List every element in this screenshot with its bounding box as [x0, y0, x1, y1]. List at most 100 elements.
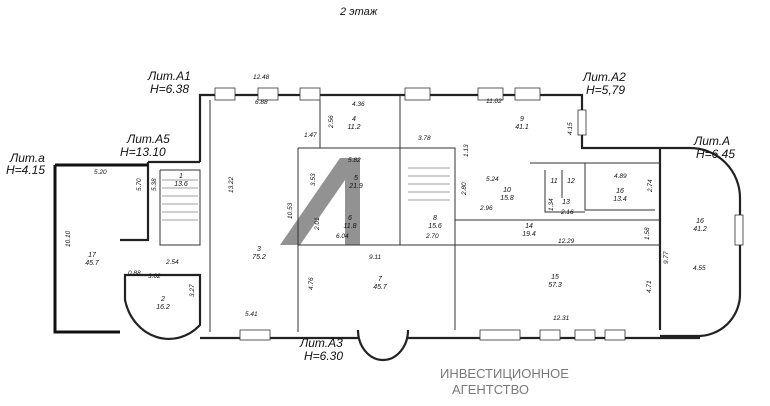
room-number: 3	[257, 246, 261, 253]
dimension-label: 2.54	[165, 259, 179, 266]
room-number: 2	[160, 296, 165, 303]
room-7: 745.7	[373, 276, 388, 291]
label: H=5,79	[586, 83, 625, 97]
label: H=6.38	[150, 82, 189, 96]
dimension-label: 5.82	[348, 157, 361, 164]
dimension-label: 2.80	[461, 182, 468, 196]
dimension-label: 2.70	[425, 233, 439, 240]
dimension-label: 2.01	[314, 217, 321, 231]
label: H=6.30	[304, 349, 343, 363]
dimension-label: 3.53	[310, 173, 317, 186]
room-area: 57.3	[548, 282, 562, 289]
room-number: 1	[179, 173, 183, 180]
liter-labels: Лит.А1 H=6.38 Лит.А5 H=13.10 Лит.а H=4.1…	[6, 69, 735, 363]
dimension-label: 5.24	[486, 176, 499, 183]
dimension-label: 5.70	[136, 178, 143, 191]
dimension-label: 4.36	[352, 101, 365, 108]
room-area: 11.2	[347, 124, 360, 131]
label: Лит.а	[9, 151, 45, 165]
dimension-label: 11.02	[486, 98, 502, 105]
room-number: 7	[378, 276, 383, 283]
room-area: 41.2	[693, 226, 707, 233]
room-number: 10	[503, 187, 511, 194]
dimension-label: 1.58	[644, 227, 651, 240]
dimension-label: 10.53	[287, 202, 294, 219]
dimension-label: 9.11	[369, 254, 382, 261]
dimension-label: 4.55	[693, 265, 706, 272]
dimension-label: 10.10	[65, 230, 72, 247]
label: Лит.А1	[147, 69, 191, 83]
room-number: 8	[433, 215, 437, 222]
room-area: 15.6	[428, 223, 442, 230]
room-1: 113.6	[174, 173, 188, 188]
dimension-label: 12.31	[553, 315, 570, 322]
walls	[53, 87, 744, 362]
dimension-label: 3.62	[148, 273, 161, 280]
label: H=6.45	[696, 147, 735, 161]
dimension-label: 5.41	[245, 311, 258, 318]
dimension-label: 4.76	[308, 277, 315, 290]
label: H=13.10	[120, 145, 166, 159]
dimension-label: 5.20	[94, 169, 107, 176]
dimension-label: 1.47	[304, 132, 317, 139]
room-number: 9	[520, 116, 524, 123]
watermark-logo: ИНВЕСТИЦИОННОЕ АГЕНТСТВО	[280, 158, 569, 397]
room-number: 17	[88, 252, 97, 259]
room-13: 13	[562, 199, 570, 206]
room-area: 11.8	[343, 223, 356, 230]
dimension-label: 12.29	[558, 238, 575, 245]
room-number: 16	[616, 188, 624, 195]
room-area: 45.7	[373, 284, 388, 291]
room-number: 12	[567, 178, 575, 185]
label: ИНВЕСТИЦИОННОЕ	[440, 366, 569, 381]
dimension-label: 3.78	[418, 135, 431, 142]
floor-title: 2 этаж	[339, 6, 378, 18]
room-number: 13	[562, 199, 570, 206]
label: АГЕНТСТВО	[452, 382, 529, 397]
label: Лит.А3	[299, 336, 343, 350]
room-number: 15	[551, 274, 559, 281]
dimension-label: 2.16	[560, 209, 574, 216]
dimension-label: 6.88	[255, 99, 268, 106]
dimension-label: 1.13	[463, 144, 470, 157]
label: Лит.А	[693, 134, 730, 148]
room-area: 45.7	[85, 260, 100, 267]
dimension-label: 5.38	[151, 178, 158, 191]
room-area: 19.4	[522, 231, 536, 238]
room-area: 21.9	[348, 183, 363, 190]
dimension-label: 12.48	[253, 74, 270, 81]
room-9: 941.1	[515, 116, 529, 131]
dimension-label: 9.77	[663, 251, 670, 264]
dimension-label: 0.88	[128, 270, 141, 277]
room-area: 15.8	[500, 195, 514, 202]
dimension-label: 2.74	[647, 179, 654, 193]
label: Лит.А5	[126, 132, 170, 146]
label: H=4.15	[6, 163, 45, 177]
dimension-label: 2.56	[328, 115, 335, 129]
room-area: 75.2	[252, 254, 266, 261]
room-6: 611.8	[343, 215, 356, 230]
room-area: 16.2	[156, 304, 170, 311]
room-number: 6	[348, 215, 352, 222]
room-2: 216.2	[156, 296, 170, 311]
room-5: 521.9	[348, 175, 363, 190]
dimension-label: 4.71	[646, 280, 653, 293]
dimension-label: 4.89	[614, 173, 627, 180]
room-3: 375.2	[252, 246, 266, 261]
label: Лит.А2	[582, 70, 626, 84]
room-8: 815.6	[428, 215, 442, 230]
dimension-label: 1.34	[548, 198, 555, 211]
room-11: 11	[550, 178, 557, 185]
room-number: 11	[550, 178, 557, 185]
room-area: 41.1	[515, 124, 529, 131]
room-labels: 113.6 216.2 375.2 411.2 521.9 611.8 745.…	[85, 116, 707, 311]
room-area: 13.4	[613, 196, 627, 203]
room-12: 12	[567, 178, 575, 185]
